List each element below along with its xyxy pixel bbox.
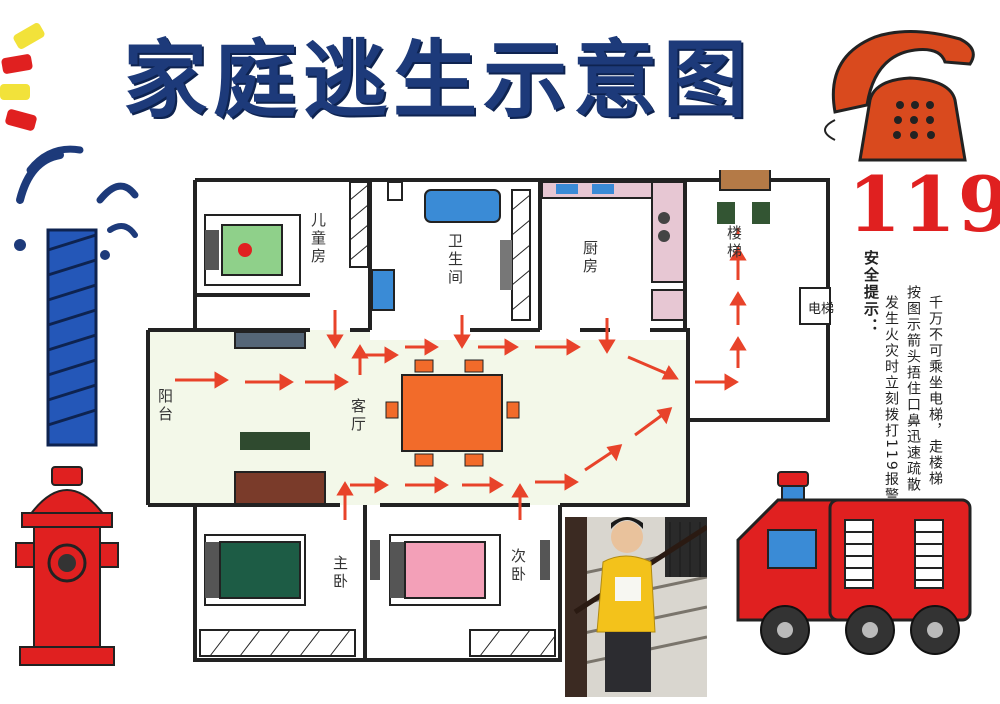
label-second-bedroom: 次卧 (509, 548, 527, 584)
emergency-number: 119 (848, 160, 1000, 249)
fire-hydrant-icon (15, 466, 119, 666)
fire-truck-icon (736, 471, 972, 655)
telephone-icon (824, 30, 975, 162)
label-bathroom: 卫生间 (446, 233, 464, 287)
label-childrens-room: 儿童房 (309, 212, 327, 266)
safety-tip-2: 按图示箭头捂住口鼻迅速疏散 (905, 285, 921, 493)
label-living-room: 客厅 (349, 398, 367, 434)
safety-tips-heading: 安全提示： (862, 250, 880, 335)
label-elevator: 电梯 (808, 302, 835, 317)
water-pipe-icon (14, 145, 139, 447)
label-master-bedroom: 主卧 (331, 555, 349, 591)
safety-tip-3: 发生火灾时立刻拨打119报警 (883, 295, 899, 504)
label-kitchen: 厨房 (581, 240, 599, 276)
floor-plan (146, 170, 831, 662)
child-escape-photo (565, 517, 707, 697)
label-stairs: 楼梯 (725, 225, 743, 261)
page-title: 家庭逃生示意图 (122, 29, 753, 129)
escape-arrows (175, 228, 747, 520)
label-balcony: 阳台 (156, 388, 174, 424)
sunburst-decoration (0, 23, 45, 131)
safety-tip-1: 千万不可乘坐电梯，走楼梯 (927, 295, 943, 487)
